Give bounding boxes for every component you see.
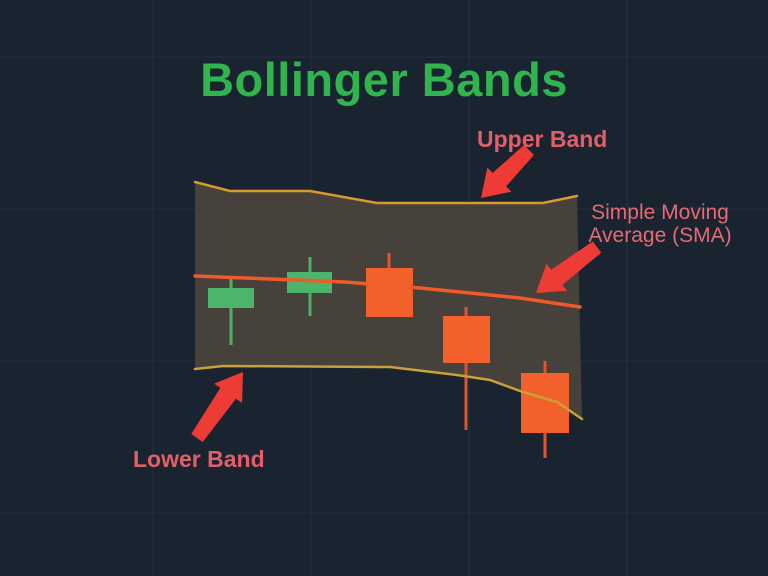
lower-band-arrow — [191, 372, 243, 443]
candle-2-body — [287, 272, 332, 293]
lower-band-label: Lower Band — [133, 446, 265, 472]
sma-label-line1: Simple Moving — [591, 201, 729, 224]
page-title: Bollinger Bands — [200, 53, 568, 106]
candle-1-body — [208, 288, 254, 308]
candle-4-body — [443, 316, 490, 363]
upper-band-line — [193, 180, 579, 205]
sma-line — [193, 274, 582, 309]
upper-band-label: Upper Band — [477, 126, 608, 152]
sma-label: Simple Moving Average (SMA) — [572, 201, 748, 247]
candle-3-body — [366, 268, 413, 317]
lower-band-line — [193, 364, 584, 421]
candle-5-body — [521, 373, 569, 433]
sma-label-line2: Average (SMA) — [588, 224, 732, 247]
sma-arrow — [535, 241, 602, 294]
upper-band-arrow — [481, 145, 534, 198]
